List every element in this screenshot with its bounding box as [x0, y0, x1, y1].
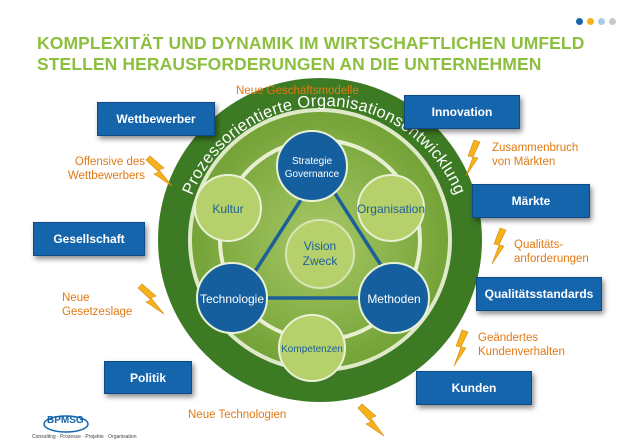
header-dot [609, 18, 616, 25]
box-innovation: Innovation [404, 95, 520, 129]
lightning-bolt-icon [145, 155, 173, 187]
node-technologie [196, 262, 268, 334]
node-kultur [194, 174, 262, 242]
title-line-1: KOMPLEXITÄT UND DYNAMIK IM WIRTSCHAFTLIC… [37, 33, 585, 53]
lightning-bolt-icon [453, 329, 469, 367]
header-dot [598, 18, 605, 25]
node-strategie-label-1: Strategie [292, 156, 332, 167]
label-qualitaet-line-1: Qualitäts- [514, 239, 564, 251]
node-strategie-label-2: Governance [285, 169, 340, 180]
node-methoden [358, 262, 430, 334]
label-gesetzeslage: Neue Gesetzeslage [62, 291, 132, 319]
label-kundenverhalten-line-2: Kundenverhalten [478, 346, 565, 358]
lightning-bolt-icon [465, 139, 481, 177]
node-strategie [276, 130, 348, 202]
label-neue-technologien: Neue Technologien [188, 409, 287, 421]
label-qualitaetsanforderungen: Qualitäts- anforderungen [514, 238, 589, 266]
label-kundenverhalten: Geändertes Kundenverhalten [478, 331, 565, 359]
strategy-triangle [234, 166, 406, 300]
label-offensive: Offensive des Wettbewerbers [55, 155, 145, 183]
logo-name: BPMSG [47, 415, 84, 426]
title-line-2: STELLEN HERAUSFORDERUNGEN AN DIE UNTERNE… [37, 54, 542, 74]
label-gesetzeslage-line-1: Neue [62, 292, 90, 304]
node-technologie-label: Technologie [200, 292, 264, 306]
box-gesellschaft: Gesellschaft [33, 222, 145, 256]
node-kompetenzen-label: Kompetenzen [281, 344, 343, 355]
lightning-bolt-icon [491, 227, 507, 265]
logo-swoosh [43, 415, 89, 433]
label-offensive-line-1: Offensive des [74, 156, 145, 168]
page-title: KOMPLEXITÄT UND DYNAMIK IM WIRTSCHAFTLIC… [37, 33, 597, 75]
box-wettbewerber: Wettbewerber [97, 102, 215, 136]
header-dot [587, 18, 594, 25]
header-dot [576, 18, 583, 25]
node-organisation-label: Organisation [357, 202, 425, 216]
label-zusammenbruch: Zusammenbruch von Märkten [492, 141, 578, 169]
node-methoden-label: Methoden [367, 292, 420, 306]
lightning-bolt-icon [357, 403, 385, 437]
box-politik: Politik [104, 361, 192, 394]
bpmsg-logo [43, 415, 89, 433]
label-offensive-line-2: Wettbewerbers [67, 170, 145, 182]
node-kompetenzen [278, 314, 346, 382]
label-qualitaet-line-2: anforderungen [514, 253, 589, 265]
box-qualitaetsstandards: Qualitätsstandards [476, 277, 602, 311]
label-gesetzeslage-line-2: Gesetzeslage [62, 306, 133, 318]
label-zusammenbruch-line-1: Zusammenbruch [492, 142, 579, 154]
box-kunden: Kunden [416, 371, 532, 405]
node-kultur-label: Kultur [212, 202, 243, 216]
node-vision-label-2: Zweck [303, 254, 339, 268]
lightning-bolt-icon [137, 283, 165, 315]
label-zusammenbruch-line-2: von Märkten [492, 156, 556, 168]
header-dots [576, 18, 616, 25]
box-maerkte: Märkte [472, 184, 590, 218]
label-kundenverhalten-line-1: Geändertes [478, 332, 539, 344]
logo-tagline: Consulting · Prozesse · Projekte · Organ… [32, 434, 137, 440]
node-organisation [357, 174, 425, 242]
node-vision-label-1: Vision [304, 239, 336, 253]
label-neue-geschaeftsmodelle: Neue Geschäftsmodelle [236, 85, 359, 97]
node-vision [285, 219, 355, 289]
